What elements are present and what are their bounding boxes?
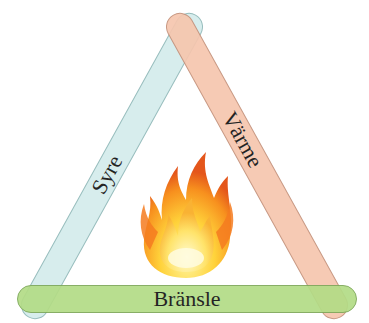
band-label: Bränsle bbox=[153, 288, 220, 310]
band-label: Värme bbox=[218, 108, 266, 171]
band-label: Syre bbox=[88, 152, 127, 198]
flame-inner bbox=[160, 198, 214, 272]
flame-right-tongue bbox=[216, 202, 233, 250]
flame-outer bbox=[144, 152, 231, 278]
band: Bränsle bbox=[17, 285, 357, 313]
flame-left-tongue bbox=[141, 204, 158, 250]
flame-core bbox=[168, 248, 204, 268]
